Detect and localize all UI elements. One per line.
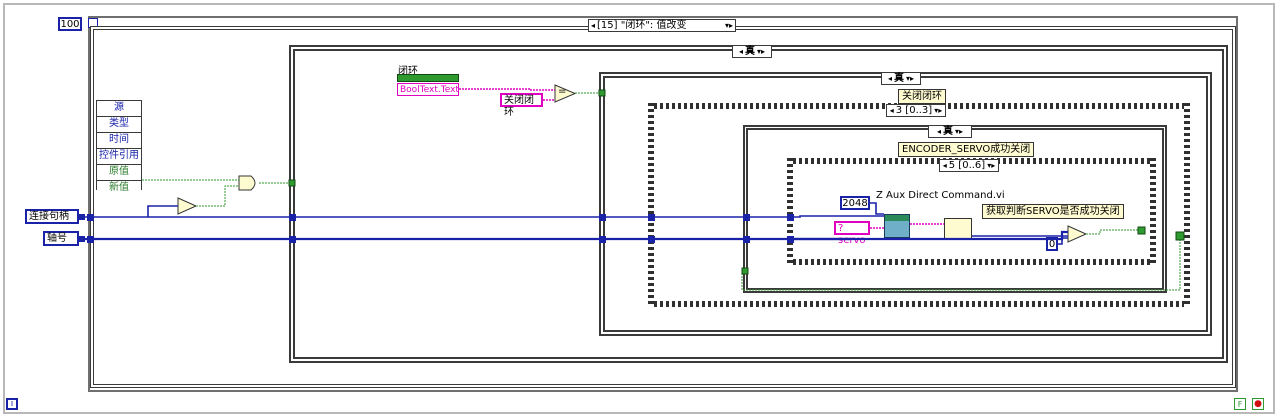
sequence-frame-2-right — [1150, 158, 1156, 265]
loop-count-constant[interactable]: 100 — [58, 17, 82, 31]
vi-name-label: Z Aux Direct Command.vi — [876, 190, 1005, 201]
event-data-oldval: 原值 — [97, 165, 141, 181]
sequence-frame-2-left — [787, 158, 793, 265]
run-info-icon[interactable]: i — [6, 398, 18, 410]
case3-prev[interactable]: ◂ — [936, 127, 941, 136]
connection-handle-tunnel — [79, 214, 85, 220]
seq1-prev[interactable]: ◂ — [889, 106, 894, 115]
greater-than-node[interactable] — [1067, 225, 1088, 243]
property-node-bool-text[interactable]: BoolText.Text — [397, 83, 459, 96]
seq2-label: 5 [0..6] — [948, 160, 986, 171]
encoder-servo-label[interactable]: ENCODER_SERVO成功关闭 — [898, 142, 1035, 157]
event-prev-arrow[interactable]: ◂ — [591, 21, 596, 30]
case-selector-3[interactable]: ◂ 真 ▾▸ — [928, 125, 972, 138]
connection-handle-control[interactable]: 连接句柄 — [25, 209, 79, 224]
axis-number-tunnel — [79, 236, 85, 242]
sequence-selector-2[interactable]: ◂ 5 [0..6] ▾▸ — [939, 159, 999, 172]
case2-next[interactable]: ▾▸ — [905, 74, 915, 83]
stop-terminal-icon[interactable]: ● — [1252, 398, 1264, 410]
stop-condition-label: F — [1237, 400, 1243, 409]
axis-number-control[interactable]: 轴号 — [43, 231, 79, 246]
sequence-frame-1-left — [648, 103, 654, 307]
stop-condition-constant[interactable]: F — [1234, 398, 1246, 410]
event-selector[interactable]: ◂ [15] "闭环": 值改变 ▾▸ — [588, 19, 736, 32]
case2-label: 真 — [893, 73, 904, 84]
case2-prev[interactable]: ◂ — [887, 74, 892, 83]
buffer-size-constant[interactable]: 2048 — [840, 196, 870, 210]
sequence-frame-1-right — [1184, 103, 1190, 307]
sequence-frame-2-bottom — [787, 259, 1156, 265]
connection-handle-label: 连接句柄 — [29, 211, 69, 222]
equal-comparison[interactable]: = — [554, 84, 577, 103]
case-selector-outer[interactable]: ◂ 真 ▾▸ — [732, 45, 772, 58]
case3-label: 真 — [942, 126, 953, 137]
equal-symbol: = — [558, 86, 567, 97]
event-data-ctlref: 控件引用 — [97, 149, 141, 165]
event-next-arrow[interactable]: ▾▸ — [724, 21, 733, 30]
axis-number-label: 轴号 — [47, 233, 67, 244]
and-node[interactable] — [238, 175, 259, 191]
sequence-frame-1-bottom — [648, 301, 1190, 307]
seq1-label: 3 [0..3] — [895, 105, 933, 116]
zero-constant[interactable]: 0 — [1046, 237, 1058, 251]
close-loop-label[interactable]: 关闭闭环 — [898, 89, 946, 104]
seq2-prev[interactable]: ◂ — [942, 161, 947, 170]
seq2-next[interactable]: ▾▸ — [987, 161, 996, 170]
case3-next[interactable]: ▾▸ — [954, 127, 964, 136]
property-node-header — [397, 74, 459, 82]
not-equal-zero-node[interactable] — [177, 197, 198, 215]
direct-command-subvi-icon[interactable] — [884, 214, 910, 238]
case-outer-label: 真 — [744, 46, 755, 57]
case-outer-next[interactable]: ▾▸ — [756, 47, 766, 56]
event-data-node: 源 类型 时间 控件引用 原值 新值 — [96, 100, 142, 196]
while-loop-frame — [88, 16, 1238, 392]
block-diagram-window — [3, 3, 1275, 414]
close-loop-string-constant[interactable]: 关闭闭环 — [500, 93, 543, 118]
servo-query-string-constant[interactable]: ?servo — [834, 221, 870, 246]
event-data-type: 类型 — [97, 117, 141, 133]
seq1-next[interactable]: ▾▸ — [934, 106, 943, 115]
event-data-time: 时间 — [97, 133, 141, 149]
case-outer-prev[interactable]: ◂ — [738, 47, 743, 56]
event-data-source: 源 — [97, 101, 141, 117]
run-info-glyph: i — [10, 399, 14, 409]
subvi-icon-header — [885, 215, 909, 221]
stop-terminal-glyph: ● — [1254, 399, 1262, 409]
property-node-caption: 闭环 — [398, 66, 418, 77]
event-data-newval: 新值 — [97, 181, 141, 196]
judge-servo-label[interactable]: 获取判断SERVO是否成功关闭 — [982, 204, 1124, 219]
case-selector-2[interactable]: ◂ 真 ▾▸ — [881, 72, 921, 85]
scan-number-node[interactable] — [944, 218, 972, 240]
sequence-selector-1[interactable]: ◂ 3 [0..3] ▾▸ — [886, 104, 946, 117]
event-selector-label: [15] "闭环": 值改变 — [597, 20, 687, 31]
